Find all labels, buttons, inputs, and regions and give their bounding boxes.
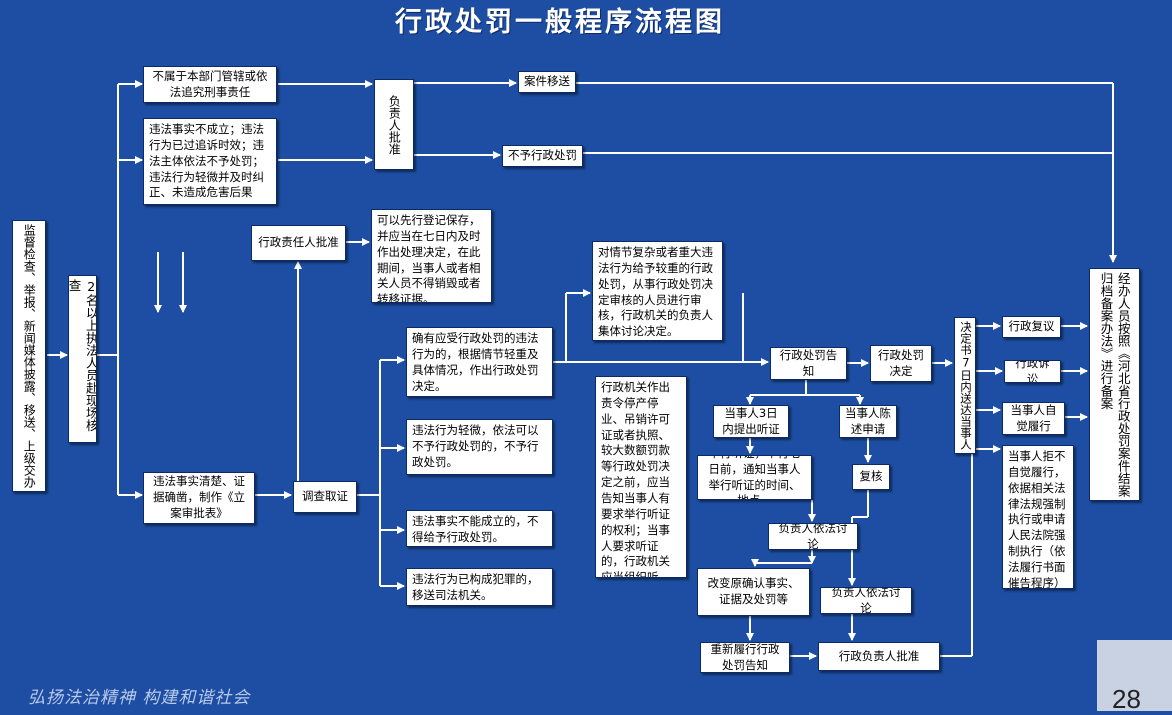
page-title: 行政处罚一般程序流程图	[395, 7, 725, 38]
node-no-violation: 违法事实不成立；违法行为已过追诉时效；违法主体依法不予处罚；违法行为轻微并及时纠…	[143, 118, 277, 205]
node-complex-case: 对情节复杂或者重大违法行为给予较重的行政处罚，从事行政处罚决定审核的人员进行审核…	[592, 241, 723, 341]
page-number-panel	[1097, 640, 1172, 711]
node-renotice: 重新履行行政处罚告知	[700, 642, 790, 673]
node-head-discuss-2: 负责人依法讨论	[820, 587, 912, 614]
node-refuse-perform: 当事人拒不自觉履行，依据相关法律法规强制执行或申请人民法院强制执行（依法履行书面…	[1002, 445, 1074, 589]
page-number: 28	[1112, 684, 1141, 714]
node-supervision: 监督检查、举报、新闻媒体披露、移送、上级交办	[12, 220, 46, 492]
node-archive: 经办人员按照《河北省行政处罚案件结案归档备案办法》进行备案	[1089, 268, 1140, 501]
node-admin-head-approval: 行政责任人批准	[251, 225, 346, 261]
node-head-approval: 负责人批准	[374, 79, 414, 170]
node-hearing-notice: 行政机关作出责令停产停业、吊销许可证或者执照、较大数额罚款等行政处罚决定之前，应…	[595, 376, 687, 578]
node-should-punish: 确有应受行政处罚的违法行为的，根据情节轻重及具体情况，作出行政处罚决定。	[406, 327, 553, 397]
node-cannot-establish: 违法事实不能成立的，不得给予行政处罚。	[406, 510, 553, 547]
node-statement: 当事人陈述申请	[839, 405, 897, 438]
node-hold-hearing: 举行听证，举行七日前，通知当事人举行听证的时间、地点。	[697, 455, 812, 500]
node-admin-review: 行政复议	[1002, 316, 1061, 338]
node-investigation: 调查取证	[293, 481, 357, 513]
node-penalty-notice: 行政处罚告知	[770, 347, 847, 380]
node-case-transfer: 案件移送	[518, 71, 576, 93]
node-admin-head-final: 行政负责人批准	[818, 642, 940, 671]
node-no-penalty: 不予行政处罚	[502, 145, 583, 167]
slogan: 弘扬法治精神 构建和谐社会	[28, 688, 251, 708]
node-facts-clear: 违法事实清楚、证据确凿，制作《立案审批表》	[143, 472, 255, 524]
node-not-jurisdiction: 不属于本部门管辖或依法追究刑事责任	[143, 66, 277, 103]
node-deliver-decision: 决定书7日内送达当事人	[954, 317, 976, 454]
node-admin-litigation: 行政诉讼	[1004, 360, 1061, 383]
node-review: 复核	[852, 464, 890, 490]
node-self-perform: 当事人自觉履行	[1002, 402, 1065, 435]
node-evidence-preservation: 可以先行登记保存，并应当在七日内及时作出处理决定，在此期间，当事人或者相关人员不…	[371, 209, 492, 303]
node-minor-violation: 违法行为轻微，依法可以不予行政处罚的，不予行政处罚。	[406, 419, 553, 475]
node-crime-transfer: 违法行为已构成犯罪的，移送司法机关。	[406, 568, 553, 606]
node-penalty-decision: 行政处罚决定	[870, 345, 932, 382]
node-change-facts: 改变原确认事实、证据及处罚等	[697, 568, 810, 616]
node-two-officers: 2名以上执法人员赴现场核查	[68, 275, 97, 443]
node-hearing-request: 当事人3日内提出听证	[713, 405, 789, 438]
node-head-discuss-1: 负责人依法讨论	[768, 523, 858, 550]
